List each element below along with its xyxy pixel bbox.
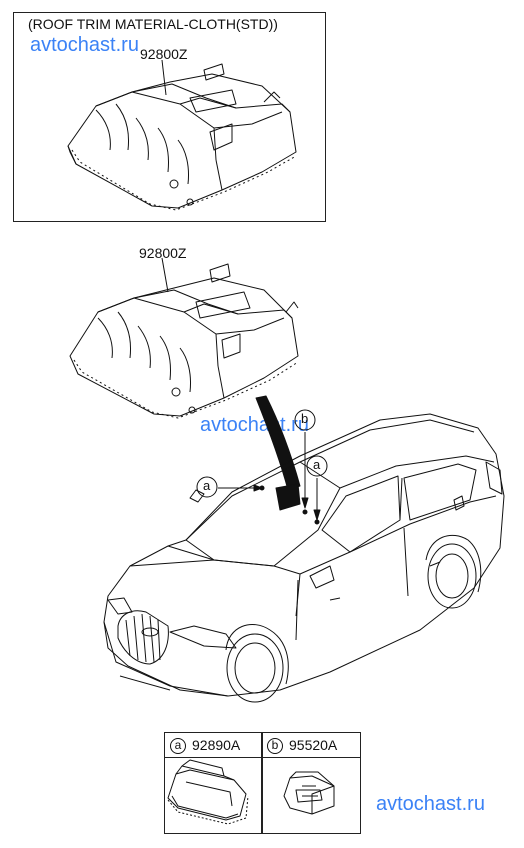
part-92890a-drawing bbox=[167, 759, 249, 825]
roof-patch bbox=[275, 483, 301, 511]
watermark-3: avtochast.ru bbox=[376, 793, 485, 815]
overhead-console-top bbox=[67, 59, 297, 211]
callout-a2-circle bbox=[306, 455, 328, 477]
middle-part-number: 92800Z bbox=[139, 245, 187, 261]
legend-a-header: a 92890A bbox=[170, 737, 241, 755]
callout-a2-label: a bbox=[313, 457, 321, 472]
sedan-car bbox=[103, 413, 505, 703]
legend-a-part: 92890A bbox=[192, 737, 241, 753]
legend-cell-b bbox=[261, 732, 361, 834]
callout-b-label: b bbox=[301, 411, 309, 426]
roof-trim-cloth-box bbox=[13, 12, 326, 222]
legend-divider bbox=[164, 757, 360, 758]
callout-arrows bbox=[218, 432, 321, 525]
callout-b-circle bbox=[294, 409, 316, 431]
roof-trim-caption: (ROOF TRIM MATERIAL-CLOTH(STD)) bbox=[28, 16, 278, 32]
callout-a-label: a bbox=[203, 478, 211, 493]
callout-a-circle bbox=[196, 476, 218, 498]
overhead-console-middle bbox=[69, 257, 299, 419]
legend-a-key: a bbox=[170, 738, 186, 755]
watermark-1: avtochast.ru bbox=[30, 34, 139, 56]
legend-b-header: b 95520A bbox=[267, 737, 338, 755]
part-95520a-drawing bbox=[283, 771, 335, 815]
legend-b-part: 95520A bbox=[289, 737, 338, 753]
legend-b-key: b bbox=[267, 738, 283, 755]
top-part-number: 92800Z bbox=[140, 46, 188, 62]
legend-cell-a bbox=[164, 732, 263, 834]
leader-swoosh bbox=[255, 395, 301, 491]
